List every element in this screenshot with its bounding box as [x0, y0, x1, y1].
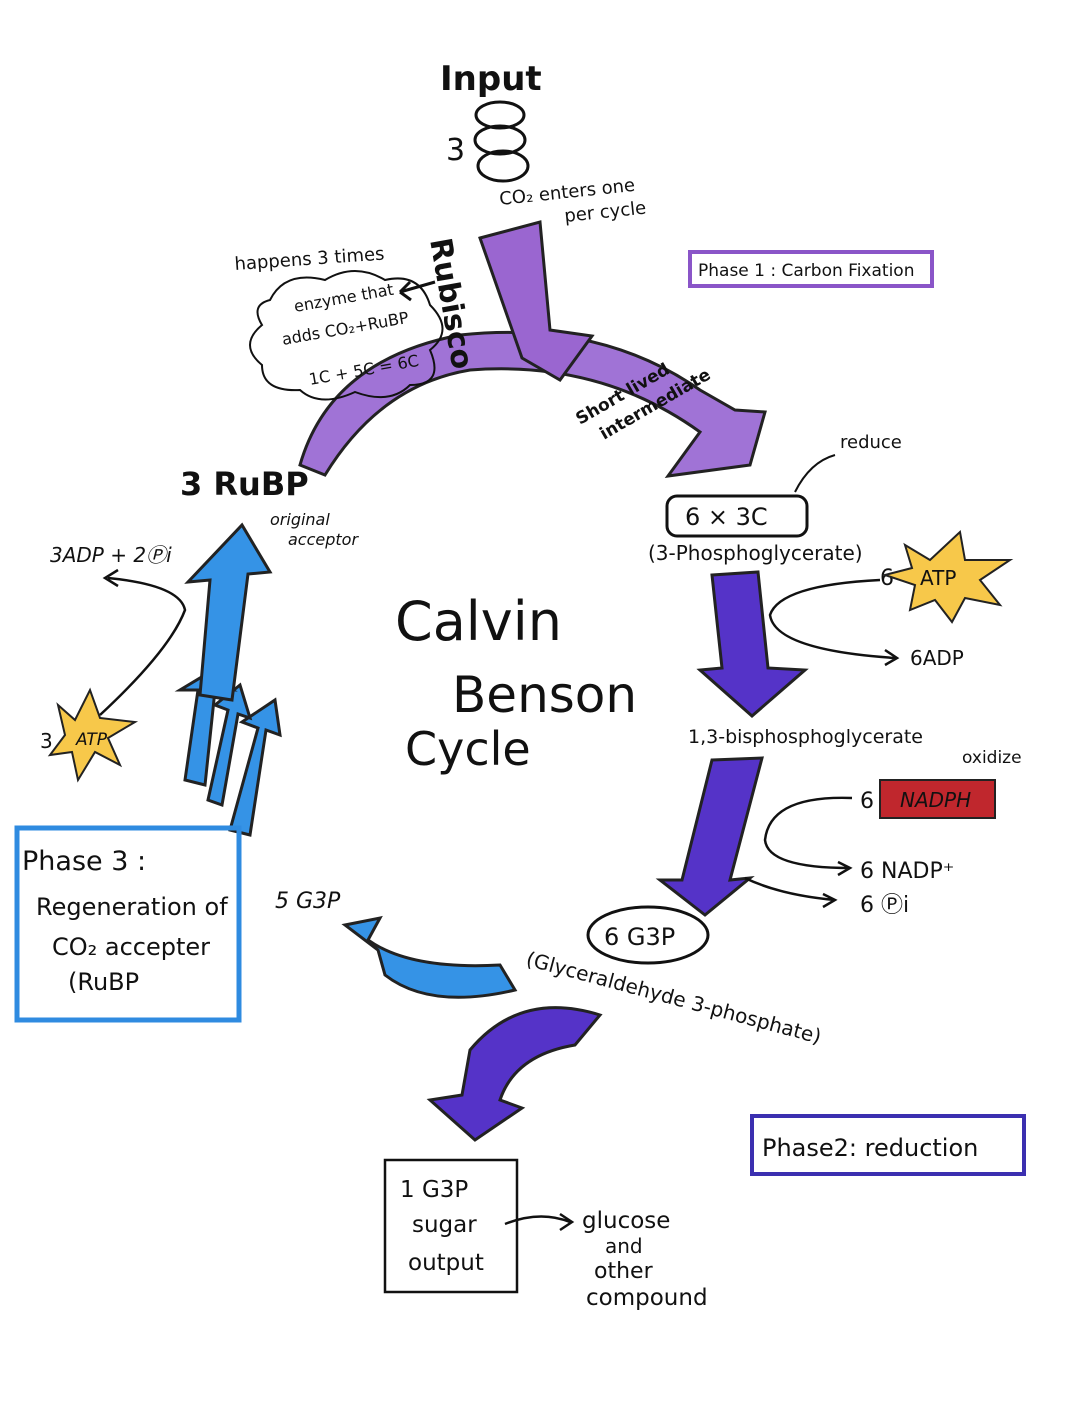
rubisco-happens: happens 3 times — [234, 244, 385, 275]
reduce-pointer — [794, 454, 836, 493]
output-pointer — [504, 1212, 575, 1232]
nadph-count: 6 — [860, 789, 874, 814]
phase3-line-2: Regeneration of — [36, 893, 228, 921]
rubp-note-2: acceptor — [288, 530, 359, 549]
rubp-label: 3 RuBP — [180, 465, 309, 503]
atp3-flow — [99, 568, 187, 716]
nadph-box — [879, 779, 996, 819]
output-line-2: sugar — [412, 1212, 477, 1238]
phase3-line-3: CO₂ accepter — [52, 933, 210, 961]
phase1-box — [688, 250, 934, 288]
rubisco-pointer-arrow — [398, 280, 436, 302]
phase2-label: Phase2: reduction — [762, 1134, 978, 1162]
dest-3: other — [594, 1259, 654, 1284]
atp6-flow — [768, 578, 900, 667]
nadph-oxidize: oxidize — [962, 748, 1022, 768]
center-line-3: Cycle — [405, 722, 531, 776]
input-title: Input — [440, 59, 542, 99]
pi-flow — [744, 876, 838, 909]
fixation-arc-arrow — [298, 220, 767, 478]
rubp-note-1: original — [270, 510, 330, 529]
atp3-label: ATP — [75, 730, 108, 750]
input-count: 3 — [446, 133, 465, 168]
output-box — [383, 1158, 519, 1294]
bpg-name: 1,3-bisphosphoglycerate — [688, 726, 923, 748]
cloud-line-1: enzyme that — [292, 280, 395, 316]
nadph-label: NADPH — [900, 788, 971, 812]
atp3-star-icon — [47, 687, 139, 783]
rubisco-thought-cloud — [249, 270, 444, 401]
pga-box-label: 6 × 3C — [685, 503, 768, 531]
g3p-oval — [586, 905, 710, 965]
atp-star-icon — [881, 530, 1014, 624]
atp3-count: 3 — [40, 729, 53, 753]
g3p-box-label: 6 G3P — [604, 923, 675, 951]
phase3-line-4: (RuBP — [68, 968, 139, 996]
dest-1: glucose — [582, 1208, 670, 1234]
reduction-arrow-2 — [655, 756, 764, 917]
pga-name: (3-Phosphoglycerate) — [648, 541, 863, 565]
five-g3p-label: 5 G3P — [275, 889, 341, 914]
phase3-box — [14, 825, 242, 1023]
dest-2: and — [605, 1234, 643, 1258]
nadph-flow — [763, 796, 853, 877]
center-line-2: Benson — [452, 666, 637, 724]
pga-box — [665, 494, 809, 538]
reduce-note: reduce — [840, 432, 902, 453]
output-line-3: output — [408, 1250, 484, 1276]
phase3-line-1: Phase 3 : — [22, 846, 146, 877]
regen-arrow-5g3p — [341, 915, 518, 999]
phase2-box — [750, 1114, 1026, 1176]
dest-4: compound — [586, 1285, 708, 1311]
co2-molecules-icon — [473, 100, 530, 183]
output-line-1: 1 G3P — [400, 1177, 468, 1203]
adp6-label: 6ADP — [910, 646, 964, 670]
sugar-output-arrow — [426, 1006, 603, 1142]
adp3-label: 3ADP + 2Ⓟi — [50, 543, 172, 567]
regen-arrows-stack — [174, 522, 282, 837]
atp6-count: 6 — [880, 566, 894, 591]
pi6-label: 6 Ⓟi — [860, 893, 909, 918]
reduction-arrow-1 — [696, 570, 809, 718]
nadp-label: 6 NADP⁺ — [860, 859, 954, 884]
center-line-1: Calvin — [395, 590, 562, 653]
phase1-label: Phase 1 : Carbon Fixation — [698, 261, 914, 281]
atp6-label: ATP — [920, 566, 956, 590]
